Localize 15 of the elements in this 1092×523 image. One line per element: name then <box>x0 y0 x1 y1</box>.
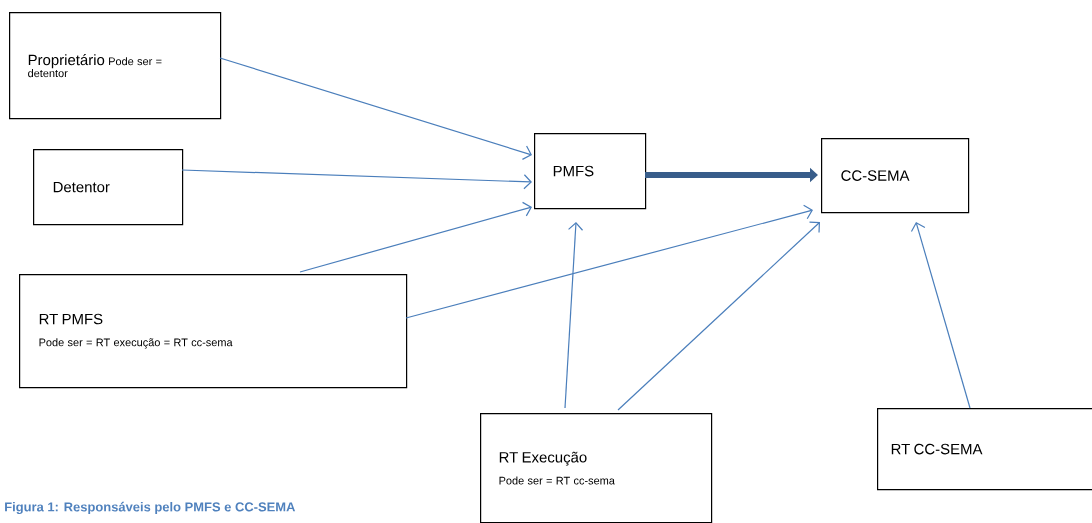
text-box: Proprietário Pode ser = detentor <box>9 12 222 120</box>
arrow <box>405 204 813 319</box>
text-box: CC-SEMA <box>821 138 970 214</box>
text-box: RT Execução Pode ser = RT cc-sema <box>480 413 713 523</box>
arrow <box>564 222 584 409</box>
arrow <box>181 169 532 190</box>
figure-caption: Figura 1: Responsáveis pelo PMFS e CC-SEMA <box>5 501 296 515</box>
arrow <box>299 201 532 273</box>
arrow <box>219 57 532 160</box>
text-box: Detentor <box>33 149 184 226</box>
text-box: RT CC-SEMA <box>877 408 1092 491</box>
arrow <box>910 222 971 409</box>
arrow <box>617 221 820 411</box>
text-box: RT PMFS Pode ser = RT execução = RT cc-sema <box>19 274 408 389</box>
text-box: PMFS <box>534 133 647 210</box>
